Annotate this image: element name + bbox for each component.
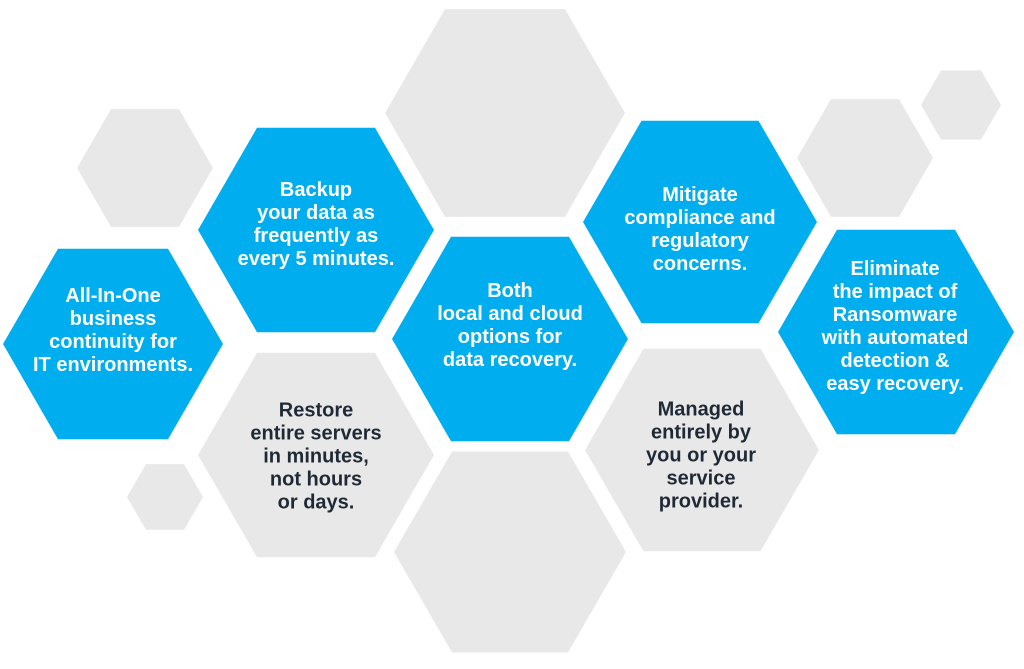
feature-mitigate: Mitigate compliance and regulatory conce… <box>624 184 776 275</box>
feature-local-cloud: Both local and cloud options for data re… <box>437 280 583 371</box>
hex-decor-right-upper <box>797 99 933 217</box>
hex-decor-bottom-center <box>394 451 626 653</box>
feature-all-in-one: All-In-One business continuity for IT en… <box>32 285 194 376</box>
hex-feature-backup <box>198 127 434 333</box>
hex-feature-restore <box>198 352 434 558</box>
hex-feature-all-in-one <box>3 248 223 440</box>
hex-decor-top-center <box>385 9 625 217</box>
hex-feature-mitigate <box>583 120 817 324</box>
feature-backup: Backup your data as frequently as every … <box>237 179 395 270</box>
feature-ransomware: Eliminate the impact of Ransomware with … <box>821 258 969 395</box>
feature-restore: Restore entire servers in minutes, not h… <box>250 399 382 514</box>
hex-feature-local-cloud <box>392 236 628 442</box>
feature-managed: Managed entirely by you or your service … <box>645 398 757 513</box>
hex-feature-managed <box>585 348 819 552</box>
hex-decor-right-small <box>921 70 1001 140</box>
hex-feature-ransomware <box>778 229 1014 435</box>
hex-decor-left-small <box>127 464 203 530</box>
hex-decor-left-upper <box>77 109 213 227</box>
